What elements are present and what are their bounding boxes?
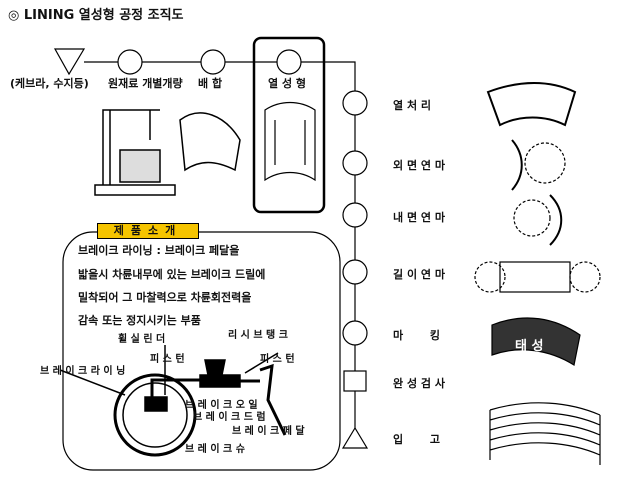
product-tag: 제품소개 (97, 223, 199, 239)
end-triangle-icon (341, 426, 369, 449)
step-circle-icon (342, 150, 368, 176)
highlight-box (252, 36, 326, 214)
step-circle-icon (117, 49, 143, 75)
part-label: 브 레 이 크 슈 (185, 444, 245, 455)
marking-text: 태 성 (515, 339, 544, 354)
part-label: 피 스 턴 (260, 354, 295, 365)
step-circle-icon (342, 90, 368, 116)
part-label: 휠 실 린 더 (118, 334, 166, 345)
brake-sketch (59, 345, 287, 457)
product-desc: 브레이크 라이닝 : 브레이크 페달을 (78, 244, 240, 257)
inner-grind-sketch (513, 199, 551, 237)
step-circle-icon (200, 49, 226, 75)
step-label: 원재료 개별개량 (108, 77, 183, 90)
step-label: 완 성 검 사 (393, 377, 445, 390)
step-circle-icon (342, 259, 368, 285)
heat-treat-sketch (486, 82, 577, 127)
product-box (62, 231, 341, 471)
press-machine-sketch (94, 109, 241, 196)
step-label: 입 고 (393, 433, 441, 446)
step-circle-icon (276, 49, 302, 75)
step-label: 길 이 연 마 (393, 268, 445, 281)
step-label: (케브라, 수지등) (10, 77, 89, 90)
step-label: 열 성 형 (268, 77, 307, 90)
mold-sketch (264, 101, 316, 182)
stock-sketch (489, 402, 601, 465)
inspection-square-icon (343, 370, 367, 392)
part-label: 피 스 턴 (150, 354, 185, 365)
product-desc: 밀착되어 그 마찰력으로 차륜회전력을 (78, 291, 252, 304)
step-circle-icon (342, 202, 368, 228)
flow-line (84, 61, 356, 440)
product-desc: 밟을시 차륜내무에 있는 브레이크 드릴에 (78, 268, 266, 281)
part-label: 리 시 브 탱 크 (228, 330, 288, 341)
diagram-title: ◎ LINING 열성형 공정 조직도 (8, 8, 184, 23)
outer-grind-sketch (524, 142, 566, 184)
part-label: 브 레 이 크 페 달 (232, 426, 305, 437)
step-label: 배 합 (198, 77, 223, 90)
start-triangle-icon (53, 48, 86, 76)
step-label: 마 킹 (393, 329, 441, 342)
part-label: 브 레 이 크 드 럼 (193, 412, 266, 423)
marking-sketch (491, 317, 581, 366)
step-label: 외 면 연 마 (393, 159, 445, 172)
step-circle-icon (342, 320, 368, 346)
length-grind-sketch (499, 261, 571, 293)
part-label: 브 레 이 크 오 일 (185, 400, 258, 411)
step-label: 내 면 연 마 (393, 211, 445, 224)
product-desc: 감속 또는 정지시키는 부품 (78, 314, 201, 327)
part-label: 브 레 이 크 라 이 닝 (40, 366, 126, 377)
step-label: 열 처 리 (393, 99, 432, 112)
